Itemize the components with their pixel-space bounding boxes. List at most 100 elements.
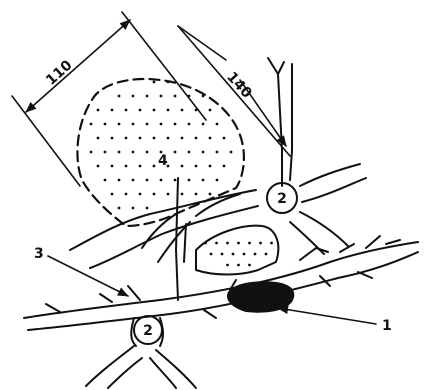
stipple-dot <box>97 109 100 112</box>
lower-neuron-dendrites <box>86 346 196 388</box>
stipple-dot <box>209 193 212 196</box>
stipple-dot <box>153 193 156 196</box>
dark-body-1 <box>227 281 294 312</box>
stipple-dot <box>181 109 184 112</box>
stipple-dot <box>153 109 156 112</box>
label-1: 1 <box>382 318 392 334</box>
stipple-dot <box>248 264 251 267</box>
stipple-dot <box>146 123 149 126</box>
stipple-dot <box>146 151 149 154</box>
stipple-dot <box>97 165 100 168</box>
stipple-dot <box>125 165 128 168</box>
label-1-pointer <box>278 308 376 324</box>
stipple-dot <box>167 109 170 112</box>
stipple-dot <box>104 151 107 154</box>
stipple-dot <box>139 165 142 168</box>
stipple-dot <box>202 123 205 126</box>
upper-dendrite-lower <box>290 212 348 254</box>
stipple-dot <box>226 242 229 245</box>
stipple-dot <box>153 137 156 140</box>
dotted-patch <box>204 242 273 267</box>
stipple-dot <box>111 193 114 196</box>
stipple-dot <box>160 179 163 182</box>
stipple-dot <box>104 179 107 182</box>
stipple-dot <box>237 242 240 245</box>
stipple-dot <box>195 137 198 140</box>
stipple-dot <box>139 109 142 112</box>
stipple-dot <box>125 137 128 140</box>
stipple-dot <box>111 137 114 140</box>
stipple-dot <box>216 179 219 182</box>
stipple-dot <box>153 165 156 168</box>
stipple-dot <box>167 81 170 84</box>
stipple-dot <box>188 179 191 182</box>
stipple-dot <box>254 253 257 256</box>
stipple-dot <box>118 95 121 98</box>
stipple-dot <box>188 95 191 98</box>
stipple-dot <box>132 207 135 210</box>
stipple-dot <box>139 137 142 140</box>
extension-line-mid <box>122 12 206 120</box>
stipple-dot <box>209 165 212 168</box>
region-4-label: 4 <box>158 153 168 169</box>
stipple-dot <box>111 165 114 168</box>
stipple-dot <box>188 151 191 154</box>
stipple-dot <box>167 193 170 196</box>
stipple-dot <box>181 137 184 140</box>
stipple-dot <box>216 151 219 154</box>
upper-dendrite-top-2 <box>290 64 292 180</box>
label-3: 3 <box>34 246 44 262</box>
cell-2-upper-label: 2 <box>277 191 287 207</box>
dimension-arrow-110 <box>26 20 130 112</box>
upper-dendrite-right <box>300 164 366 202</box>
stipple-dot <box>146 207 149 210</box>
stipple-dot <box>202 151 205 154</box>
stipple-dot <box>160 95 163 98</box>
dotted-patch-outline <box>196 226 278 275</box>
dimension-110: 110 <box>12 12 206 186</box>
stipple-dot <box>125 193 128 196</box>
upper-neuron: 2 <box>70 58 366 300</box>
long-fiber <box>24 236 418 330</box>
upper-dendrite-top <box>268 58 284 186</box>
stipple-dot <box>209 137 212 140</box>
stipple-dot <box>226 264 229 267</box>
stipple-dot <box>139 193 142 196</box>
stipple-dot <box>104 123 107 126</box>
region-4: 4 <box>77 79 244 226</box>
stipple-dot <box>132 151 135 154</box>
stipple-dot <box>97 137 100 140</box>
dimension-label-110: 110 <box>43 57 76 89</box>
lower-neuron: 2 <box>86 316 196 388</box>
stipple-dot <box>243 253 246 256</box>
stipple-dot <box>90 151 93 154</box>
stipple-dot <box>181 193 184 196</box>
stipple-dot <box>125 109 128 112</box>
stipple-dot <box>223 165 226 168</box>
stipple-dot <box>270 242 273 245</box>
stipple-dot <box>265 253 268 256</box>
stipple-dot <box>223 137 226 140</box>
stipple-dot <box>167 137 170 140</box>
stipple-dot <box>132 123 135 126</box>
dimension-label-140: 140 <box>223 69 255 102</box>
dimension-140: 140 <box>178 26 290 156</box>
stipple-dot <box>118 151 121 154</box>
label-3-pointer <box>48 256 128 296</box>
stipple-dot <box>195 109 198 112</box>
stipple-dot <box>195 193 198 196</box>
stipple-dot <box>202 95 205 98</box>
stipple-dot <box>188 123 191 126</box>
stipple-dot <box>132 179 135 182</box>
stipple-dot <box>153 81 156 84</box>
stipple-dot <box>174 179 177 182</box>
fiber-lower-edge <box>28 252 418 330</box>
stipple-dot <box>237 264 240 267</box>
stipple-dot <box>146 179 149 182</box>
stipple-dot <box>232 253 235 256</box>
stipple-dot <box>195 165 198 168</box>
cell-2-lower-label: 2 <box>143 323 153 339</box>
stipple-dot <box>209 109 212 112</box>
stipple-dot <box>174 123 177 126</box>
